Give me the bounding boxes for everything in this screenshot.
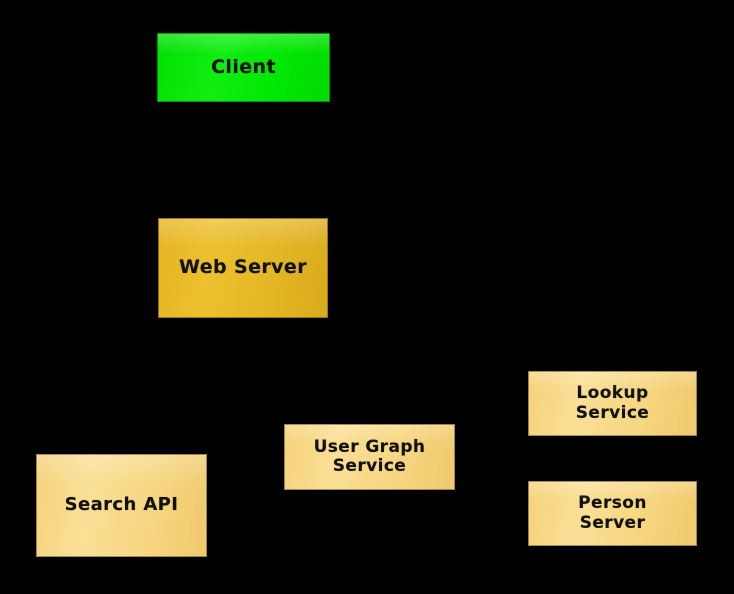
node-lookup-service[interactable]: Lookup Service (528, 371, 697, 436)
node-lookup-service-label: Lookup Service (575, 383, 650, 423)
edge-web-server-to-search-api (129, 317, 201, 455)
node-person-server[interactable]: Person Server (528, 481, 697, 546)
node-search-api-label: Search API (64, 494, 179, 516)
node-user-graph-service-label: User Graph Service (313, 436, 426, 476)
node-web-server[interactable]: Web Server (158, 218, 328, 318)
node-search-api[interactable]: Search API (36, 454, 207, 557)
node-client[interactable]: Client (157, 33, 330, 102)
edge-web-server-to-user-graph-service (289, 317, 361, 425)
node-person-server-label: Person Server (578, 493, 647, 533)
node-user-graph-service[interactable]: User Graph Service (284, 424, 455, 490)
node-web-server-label: Web Server (179, 256, 307, 279)
node-client-label: Client (211, 55, 276, 78)
edge-user-graph-to-lookup-service (454, 407, 529, 441)
